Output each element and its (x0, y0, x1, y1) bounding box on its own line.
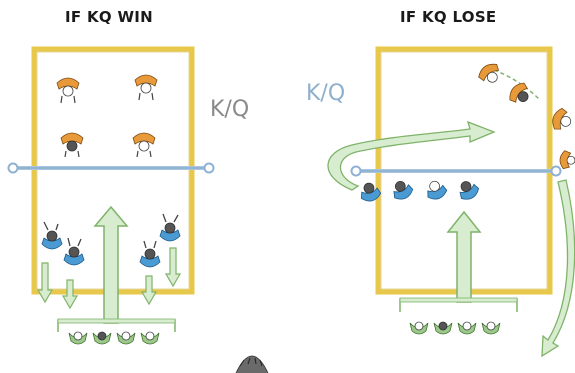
queue-player-icon (409, 321, 429, 335)
right-dashed-path (493, 69, 541, 101)
left-queue-bar (57, 318, 176, 324)
right-exit-arrow (541, 179, 575, 358)
left-up-arrow (93, 205, 129, 324)
left-down-arrow (61, 279, 79, 310)
queue-player-icon (457, 321, 477, 335)
opponent-player-icon (56, 77, 80, 104)
team-player-icon (159, 213, 181, 242)
queue-player-icon (433, 321, 453, 335)
opponent-player-icon (132, 132, 156, 158)
left-net-post-right (203, 162, 215, 174)
kq-label-left: K/Q (210, 97, 249, 122)
right-court: K/Q (306, 46, 575, 358)
left-net-post-left (7, 162, 19, 174)
team-player-icon (427, 180, 448, 200)
opponent-player-icon (60, 132, 84, 158)
right-net-post-left (350, 165, 362, 177)
team-player-icon (393, 180, 414, 200)
team-player-icon (459, 181, 480, 200)
opponent-player-icon (478, 63, 500, 83)
queue-player-icon (92, 331, 112, 345)
title-if-kq-win: IF KQ WIN (65, 8, 154, 26)
right-queue-bar (399, 297, 518, 303)
right-up-arrow (446, 210, 482, 303)
opponent-player-icon (509, 82, 529, 103)
opponent-player-icon (134, 74, 158, 101)
team-player-icon (360, 182, 382, 202)
left-down-arrow (36, 262, 54, 304)
partial-figure-icon (235, 355, 269, 373)
queue-player-icon (140, 331, 160, 345)
team-player-icon (139, 240, 161, 268)
kq-label-right: K/Q (306, 81, 345, 106)
queue-player-icon (116, 331, 136, 345)
team-player-icon (41, 221, 63, 250)
opponent-player-icon (559, 150, 575, 170)
left-down-arrow (164, 247, 182, 288)
title-if-kq-lose: IF KQ LOSE (400, 8, 497, 26)
queue-player-icon (481, 321, 501, 335)
right-curved-arrow (327, 120, 496, 191)
team-player-icon (63, 237, 85, 266)
right-net-post-right (550, 165, 562, 177)
opponent-player-icon (552, 107, 572, 130)
queue-player-icon (68, 331, 88, 345)
left-court: K/Q (7, 46, 249, 345)
left-down-arrow (140, 275, 158, 306)
